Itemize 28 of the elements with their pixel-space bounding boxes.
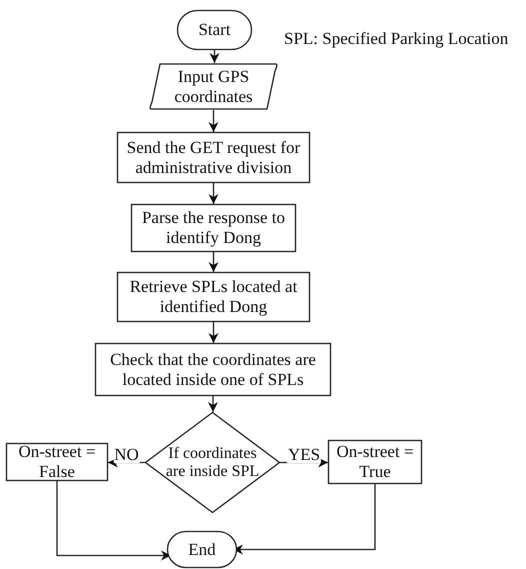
arrow: [208, 322, 218, 343]
process-box: [117, 132, 310, 183]
node-text: Send the GET request for administrative division: [126, 138, 302, 178]
node-text: Check that the coordinates are located inside one of SPLs: [109, 350, 317, 390]
arrow: [208, 252, 218, 272]
note-text: SPL: Specified Parking Location: [283, 30, 510, 47]
input-parallelogram: [150, 63, 277, 110]
arrow: [208, 183, 218, 204]
process-box: [328, 440, 422, 484]
node-text: On-street = True: [335, 442, 415, 482]
process-box: [6, 443, 108, 481]
process-box: [95, 343, 331, 396]
process-box: [117, 272, 310, 322]
process-box: [131, 204, 296, 252]
arrow: [208, 110, 218, 132]
node-text: Start: [198, 20, 231, 40]
node-text: If coordinates are inside SPL: [164, 444, 260, 480]
node-text: On-street = False: [17, 442, 97, 482]
node-text: Input GPS coordinates: [173, 66, 254, 106]
arrow: [56, 481, 171, 560]
arrow: [208, 396, 218, 412]
node-text: Retrieve SPLs located at identified Dong: [128, 277, 298, 317]
node-text: Parse the response to identify Dong: [140, 208, 286, 248]
arrow: [210, 50, 220, 63]
edge-label: NO: [113, 446, 140, 462]
node-text: End: [188, 540, 216, 560]
edge-label: YES: [286, 446, 322, 462]
decision-diamond: [145, 412, 280, 513]
